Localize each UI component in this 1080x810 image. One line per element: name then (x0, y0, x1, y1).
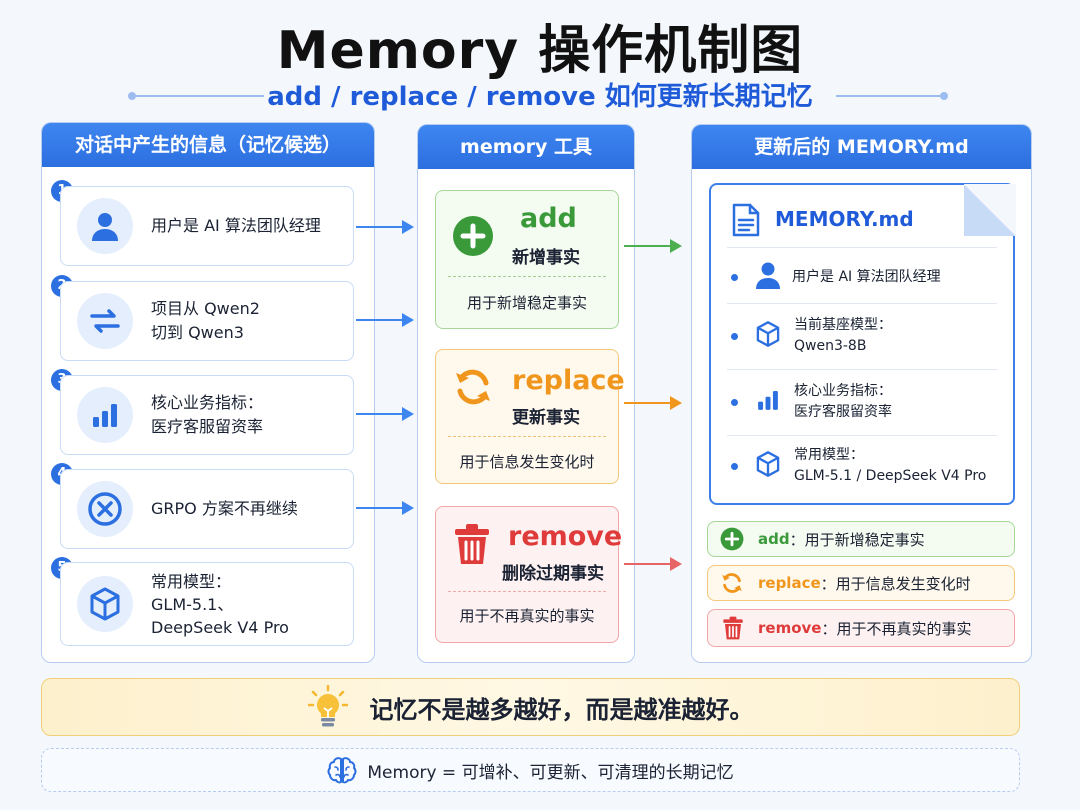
arrow-item-1 (356, 220, 414, 234)
candidate-item-3: 核心业务指标： 医疗客服留资率 (60, 375, 354, 455)
candidate-item-2: 项目从 Qwen2 切到 Qwen3 (60, 281, 354, 361)
bar-chart-icon (754, 386, 782, 418)
legend-key: replace (758, 574, 821, 592)
legend-text: 用于新增稳定事实 (804, 530, 925, 549)
add-tool-note: 用于新增稳定事实 (466, 294, 587, 312)
candidate-item-text: 常用模型： GLM-5.1、 DeepSeek V4 Pro (151, 571, 289, 637)
add-tool-name: add (520, 203, 577, 234)
bar-chart-icon (77, 387, 133, 443)
replace-tool-note: 用于信息发生变化时 (459, 453, 595, 471)
remove-tool-desc: 删除过期事实 (502, 564, 604, 584)
subtitle-line-right (836, 95, 942, 97)
bullet (731, 273, 738, 281)
replace-tool-card[interactable]: replace 更新事实 用于信息发生变化时 (435, 349, 625, 484)
plus-circle-icon (452, 215, 494, 261)
add-tool-desc: 新增事实 (512, 248, 580, 268)
legend-key: remove (758, 619, 822, 637)
user-icon (77, 198, 133, 254)
trash-icon (722, 616, 744, 640)
lightbulb-icon (307, 685, 348, 729)
doc-separator (727, 435, 997, 436)
memory-entry-4: 常用模型： GLM-5.1 / DeepSeek V4 Pro (731, 443, 986, 489)
arrow-replace (624, 396, 682, 410)
memory-entry-3: 核心业务指标： 医疗客服留资率 (731, 379, 892, 425)
page-subtitle: add / replace / remove 如何更新长期记忆 (267, 82, 813, 112)
user-icon (754, 260, 782, 294)
memory-entry-text: 常用模型： GLM-5.1 / DeepSeek V4 Pro (794, 447, 987, 484)
doc-separator (727, 303, 997, 304)
swap-icon (77, 293, 133, 349)
legend-replace: replace ： 用于信息发生变化时 (707, 565, 1015, 601)
x-circle-icon (77, 481, 133, 537)
arrow-item-4 (356, 501, 414, 515)
legend-text: 用于信息发生变化时 (835, 574, 971, 593)
document-corner-fold (964, 184, 1016, 236)
remove-tool-note: 用于不再真实的事实 (459, 607, 595, 625)
arrow-remove (624, 557, 682, 571)
doc-separator (727, 369, 997, 370)
subtitle-line-left (134, 95, 264, 97)
subtitle-line-dot-left (128, 92, 136, 100)
memory-entry-text: 用户是 AI 算法团队经理 (792, 268, 941, 285)
candidate-item-text: 项目从 Qwen2 切到 Qwen3 (151, 299, 260, 342)
arrow-add (624, 239, 682, 253)
memory-entry-text: 核心业务指标： 医疗客服留资率 (794, 383, 892, 420)
legend-text: 用于不再真实的事实 (836, 619, 972, 638)
plus-circle-icon (720, 527, 744, 551)
refresh-icon (452, 366, 494, 412)
candidate-item-4: GRPO 方案不再继续 (60, 469, 354, 549)
legend-remove: remove ： 用于不再真实的事实 (707, 609, 1015, 647)
replace-tool-desc: 更新事实 (512, 408, 580, 428)
arrow-item-3 (356, 407, 414, 421)
document-icon (731, 203, 761, 241)
arrow-item-2 (356, 313, 414, 327)
memory-entry-text: 当前基座模型： Qwen3-8B (794, 317, 892, 354)
candidate-item-text: 核心业务指标： 医疗客服留资率 (151, 393, 264, 436)
refresh-icon (720, 571, 744, 595)
cube-icon (754, 449, 782, 483)
insight-banner: 记忆不是越多越好，而是越准越好。 (41, 678, 1020, 736)
remove-tool-name: remove (508, 521, 623, 552)
bullet (731, 332, 738, 340)
legend-separator: ： (789, 530, 805, 549)
add-tool-card[interactable]: add 新增事实 用于新增稳定事实 (435, 190, 619, 329)
bullet (731, 398, 738, 406)
legend-add: add ： 用于新增稳定事实 (707, 521, 1015, 557)
memory-doc-title: MEMORY.md (775, 207, 914, 231)
remove-tool-separator (448, 591, 606, 592)
bullet (731, 462, 738, 470)
updated-memory-heading: 更新后的 MEMORY.md (692, 125, 1031, 169)
candidate-item-text: 用户是 AI 算法团队经理 (151, 216, 321, 235)
legend-separator: ： (821, 619, 837, 638)
candidate-info-heading: 对话中产生的信息（记忆候选） (42, 123, 374, 167)
candidate-item-5: 常用模型： GLM-5.1、 DeepSeek V4 Pro (60, 562, 354, 646)
brain-icon (327, 756, 357, 784)
cube-icon (77, 576, 133, 632)
legend-separator: ： (820, 574, 836, 593)
replace-tool-name: replace (512, 365, 625, 396)
replace-tool-separator (448, 436, 606, 437)
insight-text: 记忆不是越多越好，而是越准越好。 (369, 695, 754, 724)
add-tool-separator (448, 276, 606, 277)
memory-entry-1: 用户是 AI 算法团队经理 (731, 257, 941, 297)
summary-footer: Memory = 可增补、可更新、可清理的长期记忆 (41, 748, 1020, 792)
summary-text: Memory = 可增补、可更新、可清理的长期记忆 (367, 762, 734, 783)
page-title: Memory 操作机制图 (276, 21, 804, 81)
memory-document: MEMORY.md 用户是 AI 算法团队经理 当前基座模型： Qwen3-8B… (709, 183, 1015, 505)
cube-icon (754, 319, 782, 353)
trash-icon (453, 523, 491, 569)
memory-entry-2: 当前基座模型： Qwen3-8B (731, 313, 892, 359)
candidate-item-text: GRPO 方案不再继续 (151, 499, 298, 518)
subtitle-line-dot-right (940, 92, 948, 100)
memory-tools-heading: memory 工具 (418, 125, 634, 169)
doc-separator (727, 247, 997, 248)
remove-tool-card[interactable]: remove 删除过期事实 用于不再真实的事实 (435, 506, 623, 643)
legend-key: add (758, 530, 790, 548)
candidate-item-1: 用户是 AI 算法团队经理 (60, 186, 354, 266)
